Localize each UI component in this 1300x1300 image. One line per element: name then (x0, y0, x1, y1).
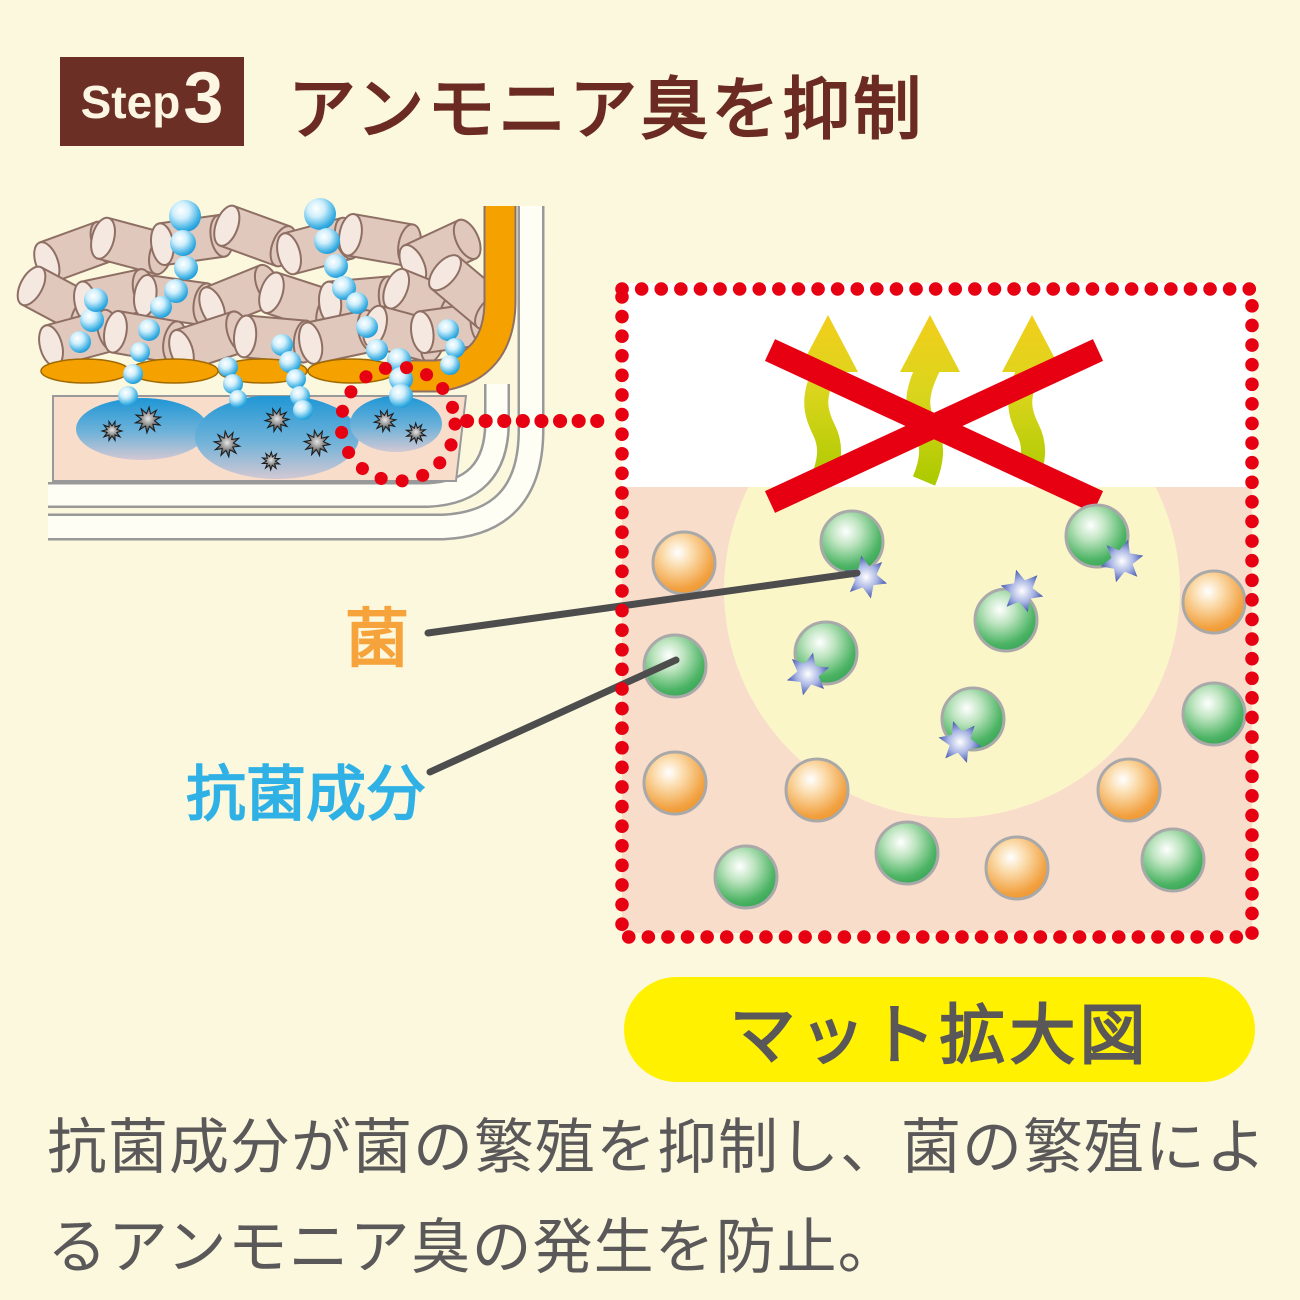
droplet-icon (332, 276, 356, 300)
droplet-icon (218, 357, 238, 377)
orange-sphere-icon (1181, 569, 1247, 635)
bacteria-icon (372, 408, 398, 434)
droplet-icon (123, 364, 143, 384)
mat-zoom-banner: マット拡大図 (624, 977, 1255, 1082)
description-text: 抗菌成分が菌の繁殖を抑制し、菌の繁殖によ るアンモニア臭の発生を防止。 (47, 1114, 1267, 1281)
droplet-icon (271, 334, 293, 356)
bacteria-icon (1100, 539, 1144, 583)
antibacterial-sphere-icon (1181, 681, 1247, 747)
droplet-icon (150, 296, 172, 318)
bacteria-icon (133, 405, 163, 435)
droplet-icon (440, 355, 460, 375)
page-title: アンモニア臭を抑制 (288, 72, 925, 148)
orange-sphere-icon (1096, 757, 1162, 823)
droplet-icon (169, 200, 201, 232)
droplet-icon (80, 308, 104, 332)
droplet-icon (293, 400, 313, 420)
label-antibacterial: 抗菌成分 (186, 761, 426, 828)
bacteria-icon (1000, 569, 1044, 613)
antibacterial-sphere-icon (713, 844, 779, 910)
droplet-icon (314, 228, 340, 254)
step-badge: Step 3 (60, 57, 244, 146)
antibacterial-sphere-icon (1140, 827, 1206, 893)
bacteria-icon (100, 419, 124, 443)
grate (40, 206, 517, 393)
droplet-icon (69, 331, 91, 353)
droplet-icon (346, 292, 368, 314)
orange-sphere-icon (984, 835, 1050, 901)
antibacterial-sphere-icon (874, 820, 940, 886)
bacteria-icon (938, 721, 982, 763)
droplet-icon (279, 351, 301, 373)
droplet-icon (366, 339, 388, 361)
droplet-icon (130, 342, 150, 362)
bacteria-icon (212, 429, 242, 459)
antibacterial-sphere-icon (819, 509, 885, 575)
magnifier-dotted-circle (334, 360, 462, 488)
tray-walls (48, 206, 545, 541)
magnified-panel (424, 282, 1259, 944)
odor-arrow-head (900, 315, 960, 372)
label-line-bacteria (424, 569, 861, 637)
antibacterial-sphere-icon (642, 633, 708, 699)
droplet-icon (164, 279, 188, 303)
droplet-icon (229, 390, 247, 408)
odor-arrow-head (1002, 315, 1062, 372)
droplet-icon (84, 288, 108, 312)
bacteria-icon (263, 406, 291, 434)
droplet-icon (138, 319, 160, 341)
droplet-icon (286, 369, 306, 389)
droplet-icon (445, 338, 465, 358)
bacteria-icon (404, 421, 428, 445)
bacteria-stars-group (100, 405, 428, 472)
orange-sphere-icon (651, 530, 717, 596)
orange-sphere-icon (784, 757, 850, 823)
litter-tray-illustration (16, 198, 620, 541)
droplet-icon (389, 384, 413, 408)
droplet-icon (324, 254, 348, 278)
label-line-antibacterial (426, 656, 680, 776)
bacteria-icon (845, 555, 887, 599)
droplet-icon (223, 374, 243, 394)
droplets-group (69, 198, 465, 420)
step-badge-word: Step (80, 75, 181, 128)
label-bacteria: 菌 (345, 603, 409, 675)
panel-dotted-border (615, 282, 1259, 944)
droplet-icon (170, 230, 196, 256)
bacteria-icon (786, 652, 830, 696)
bacteria-icon (260, 450, 282, 472)
droplet-icon (356, 316, 378, 338)
droplet-icon (304, 198, 336, 230)
step-badge-number: 3 (183, 57, 224, 138)
orange-sphere-icon (642, 750, 708, 816)
droplet-icon (118, 386, 138, 406)
mat-zoom-banner-text: マット拡大図 (729, 997, 1150, 1072)
bacteria-icon (302, 428, 332, 458)
spheres-group (642, 503, 1247, 910)
droplet-icon (174, 256, 198, 280)
droplet-icon (437, 319, 459, 341)
red-cross-icon (764, 339, 1104, 513)
